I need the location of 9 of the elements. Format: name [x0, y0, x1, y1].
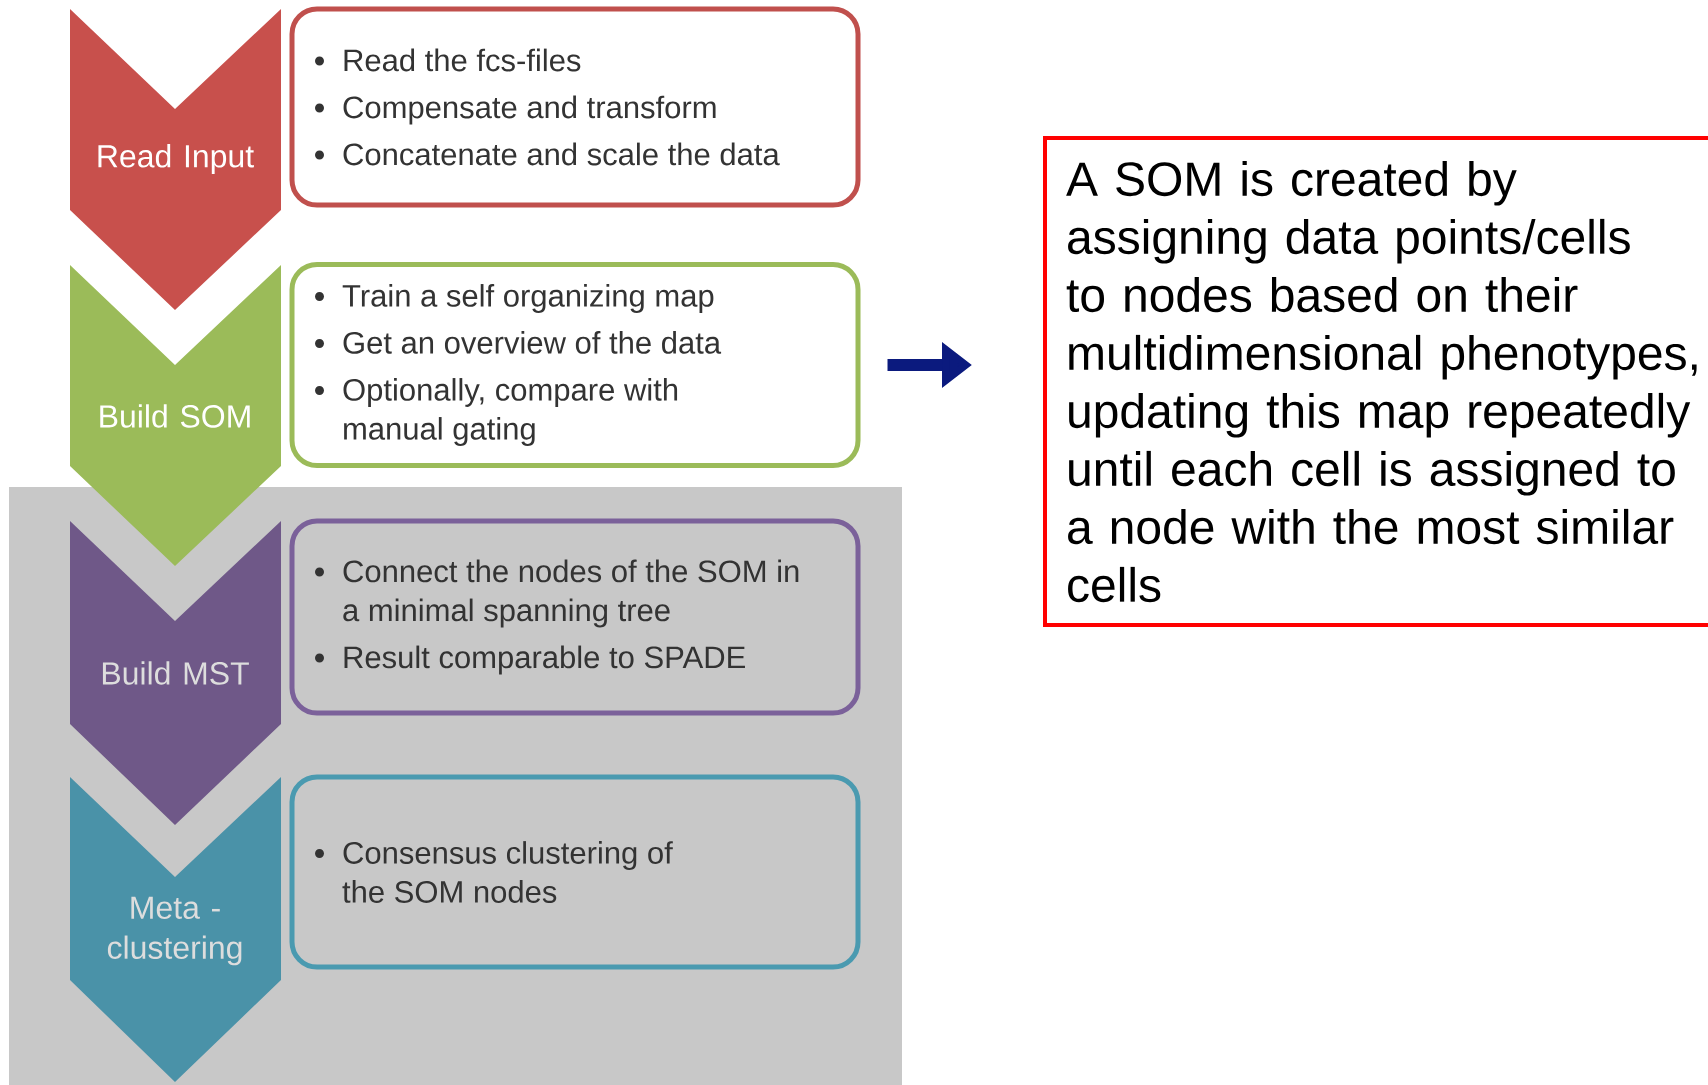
chevron-step: Build SOM: [70, 265, 281, 566]
bullet-list-box: Connect the nodes of the SOM in a minimal spanning tree Result comparable to SPADE: [289, 518, 861, 716]
bullet-list-box: Read the fcs-files Compensate and transform Concatenate and scale the data: [289, 6, 861, 208]
chevron-step: Read Input: [70, 9, 281, 310]
chevron-step: Meta - clustering: [70, 777, 281, 1082]
bullet-list-box: Train a self organizing map Get an overview of the data Optionally, compare with manual gating: [289, 262, 861, 468]
text-box: A SOM is created by assigning data points/cells to nodes based on their multidimensional phenotypes, updating this map repeatedly until each cell is assigned to a node with the most similar cells: [1043, 136, 1708, 627]
bullet-list-box: Consensus clustering of the SOM nodes: [289, 774, 861, 970]
chevron-step: Build MST: [70, 521, 281, 825]
